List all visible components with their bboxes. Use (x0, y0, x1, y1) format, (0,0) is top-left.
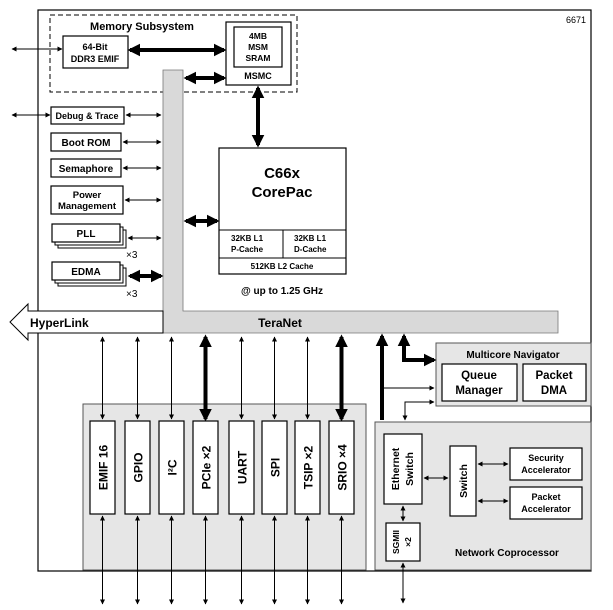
sgmii-label-1: SGMII (391, 530, 401, 554)
ethernet-switch-label-2: Switch (404, 452, 416, 486)
teranet-navigator-arrow (397, 333, 437, 367)
io-uart-box (228, 420, 255, 515)
debug-trace-label: Debug & Trace (55, 111, 118, 121)
network-coprocessor-title: Network Coprocessor (455, 548, 559, 559)
figure-id: 6671 (566, 15, 586, 25)
sgmii-label-2: ×2 (403, 537, 413, 547)
io-gpio-label: GPIO (132, 452, 146, 482)
corepac-title-2: CorePac (252, 184, 313, 201)
semaphore-box (50, 158, 122, 178)
switch-box (449, 445, 477, 517)
io-spi-label: SPI (269, 458, 283, 477)
power-management-label-2: Management (58, 201, 117, 212)
sgmii-box (385, 522, 421, 562)
ethernet-switch-label-1: Ethernet (390, 447, 402, 490)
io-tsip-2-box (294, 420, 321, 515)
pll-label: PLL (77, 229, 96, 240)
corepac-speed: @ up to 1.25 GHz (241, 286, 323, 297)
switch-label: Switch (458, 464, 470, 498)
ddr3-emif-label-2: DDR3 EMIF (71, 54, 120, 64)
security-accelerator-label-2: Accelerator (521, 465, 571, 475)
io-srio-4-box (328, 420, 355, 515)
power-management-box (50, 185, 124, 215)
network-navigator-link (402, 399, 435, 421)
boot-rom-box (50, 132, 122, 152)
security-accelerator-label-1: Security (528, 453, 564, 463)
semaphore-label: Semaphore (59, 164, 114, 175)
hyperlink-arrow (9, 302, 164, 342)
pll-box (51, 223, 121, 243)
io-gpio-box (124, 420, 151, 515)
edma-box (51, 261, 121, 281)
pll-count: ×3 (126, 250, 138, 261)
ddr3-emif-label-1: 64-Bit (82, 42, 107, 52)
io-peripherals-group: EMIF 16 GPIO I²C PCIe ×2 UART SPI TSIP ×2 SRIO … (89, 334, 355, 605)
msm-sram-label-3: SRAM (245, 53, 270, 63)
io-pcie-2-label: PCIe ×2 (200, 445, 214, 489)
queue-manager-box (441, 363, 518, 402)
corepac-box (218, 147, 347, 275)
packet-dma-label-1: Packet (535, 370, 572, 382)
edma-count: ×3 (126, 289, 138, 300)
io-spi-box (261, 420, 288, 515)
memory-subsystem-box (49, 14, 298, 93)
ddr3-emif-box (62, 35, 129, 69)
packet-dma-label-2: DMA (541, 385, 567, 397)
packet-dma-box (522, 363, 587, 402)
io-i-c-box (158, 420, 185, 515)
packet-accelerator-label-1: Packet (531, 492, 560, 502)
msm-sram-label-1: 4MB (249, 31, 267, 41)
io-i-c-label: I²C (166, 459, 180, 475)
io-emif-16-box (89, 420, 116, 515)
corepac-title-1: C66x (264, 165, 301, 182)
msm-sram-box (233, 26, 283, 68)
memory-subsystem-title: Memory Subsystem (90, 21, 194, 33)
p-cache-label-1: 32KB L1 (231, 234, 264, 243)
d-cache-label-2: D-Cache (294, 245, 327, 254)
packet-accelerator-label-2: Accelerator (521, 504, 571, 514)
msm-sram-label-2: MSM (248, 42, 268, 52)
packet-accelerator-box (509, 486, 583, 520)
d-cache-label-1: 32KB L1 (294, 234, 327, 243)
multicore-navigator-title: Multicore Navigator (466, 350, 559, 361)
boot-rom-label: Boot ROM (62, 138, 111, 149)
security-accelerator-box (509, 447, 583, 481)
power-management-label-1: Power (73, 190, 102, 201)
io-emif-16-label: EMIF 16 (97, 445, 111, 491)
p-cache-label-2: P-Cache (231, 245, 264, 254)
l2-cache-label: 512KB L2 Cache (251, 262, 314, 271)
queue-manager-label-2: Manager (455, 385, 503, 397)
msmc-label: MSMC (244, 71, 272, 81)
queue-manager-label-1: Queue (461, 370, 497, 382)
io-tsip-2-label: TSIP ×2 (302, 445, 316, 489)
io-srio-4-label: SRIO ×4 (336, 444, 350, 491)
edma-label: EDMA (71, 267, 100, 278)
ethernet-switch-box (383, 433, 423, 505)
io-pcie-2-box (192, 420, 219, 515)
teranet-label: TeraNet (258, 316, 302, 330)
hyperlink-label: HyperLink (30, 316, 89, 330)
debug-trace-box (50, 106, 125, 125)
io-uart-label: UART (236, 450, 250, 484)
